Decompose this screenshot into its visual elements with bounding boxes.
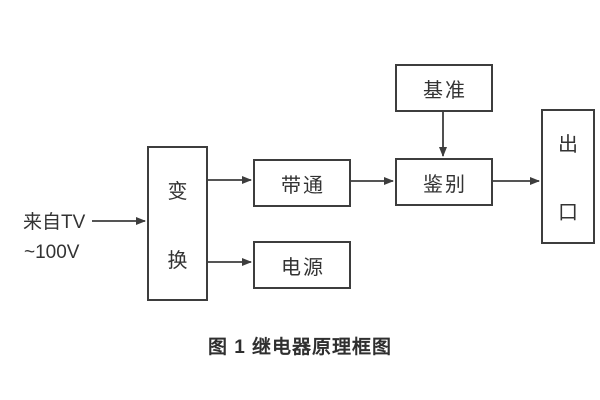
block-output-char2: 口 xyxy=(558,202,578,224)
block-discriminator: 鉴别 xyxy=(395,158,493,206)
block-transform: 变 换 xyxy=(147,146,208,301)
block-bandpass: 带通 xyxy=(253,159,351,207)
block-bandpass-label: 带通 xyxy=(281,174,325,197)
block-reference: 基准 xyxy=(395,64,493,112)
block-discriminator-label: 鉴别 xyxy=(423,173,467,196)
block-output-char1: 出 xyxy=(558,134,578,156)
input-source-label-line1: 来自TV xyxy=(23,212,86,233)
block-transform-char2: 换 xyxy=(167,249,188,272)
block-power-label: 电源 xyxy=(281,256,325,279)
input-source-label-line2: ~100V xyxy=(24,242,80,263)
block-reference-label: 基准 xyxy=(423,79,467,102)
figure-caption: 图 1 继电器原理框图 xyxy=(207,337,393,358)
block-output: 出 口 xyxy=(541,109,595,244)
block-transform-char1: 变 xyxy=(167,180,188,203)
block-power: 电源 xyxy=(253,241,351,289)
